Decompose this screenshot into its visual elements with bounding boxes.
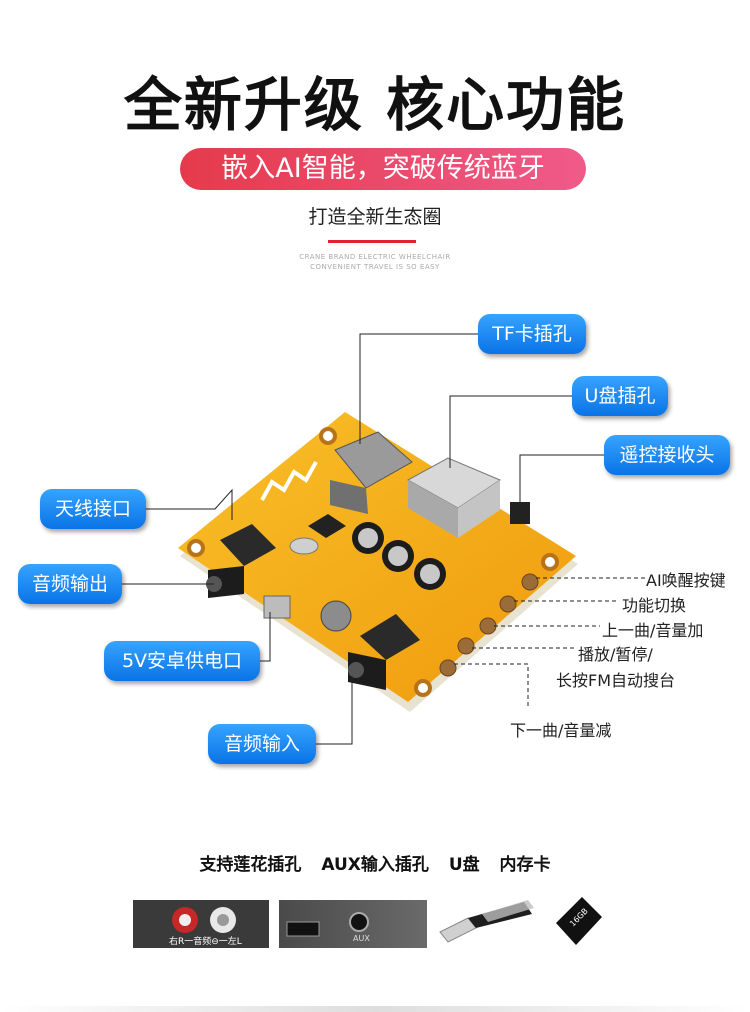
rca-caption: 右R一音频⊖一左L (169, 937, 242, 947)
callout-power-port: 5V安卓供电口 (104, 641, 260, 681)
aux-port-icon (286, 912, 369, 937)
crystal (289, 537, 319, 555)
fine-print-2: CONVENIENT TRAVEL IS SO EASY (310, 263, 440, 271)
ir-receiver (510, 502, 530, 524)
main-chip (308, 514, 346, 538)
tf-slot-face (330, 480, 368, 514)
callout-tf-slot: TF卡插孔 (478, 314, 586, 354)
sd-card-icon (556, 897, 602, 945)
callout-remote-receiver: 遥控接收头 (604, 435, 730, 475)
callout-usb-slot: U盘插孔 (572, 376, 668, 416)
tactile-buttons (439, 573, 539, 677)
tagline: 打造全新生态圈 (308, 206, 442, 228)
aux-caption: AUX (353, 934, 370, 943)
capacitors (352, 522, 446, 590)
fine-print-1: CRANE BRAND ELECTRIC WHEELCHAIR (299, 253, 451, 261)
tf-slot (334, 431, 413, 489)
usb-drive-icon (439, 900, 534, 943)
callout-audio-out: 音频输出 (18, 564, 122, 604)
mounting-holes (187, 427, 559, 697)
footer-shadow (0, 1006, 750, 1012)
usb-port-side (458, 480, 500, 538)
usb-port-front (408, 480, 458, 538)
subtitle-banner: 嵌入AI智能，突破传统蓝牙 (180, 148, 586, 190)
rca-port-photo: 右R一音频⊖一左L (133, 900, 269, 948)
usb-drive-photo (432, 900, 540, 948)
leader-lines (120, 333, 610, 745)
antenna-trace (260, 461, 318, 501)
support-caption: 支持莲花插孔 AUX输入插孔 U盘 内存卡 (199, 855, 551, 875)
callout-antenna: 天线接口 (40, 489, 146, 529)
button-leader-lines (454, 577, 648, 706)
page-title: 全新升级 核心功能 (123, 71, 627, 139)
label-function-switch: 功能切换 (622, 596, 687, 615)
memory-card-photo: 16GB (552, 893, 606, 949)
micro-usb-port (263, 595, 291, 619)
audio-in-jack (348, 614, 420, 690)
aux-port-photo: AUX (279, 900, 427, 948)
label-next-volume-down: 下一曲/音量减 (510, 721, 612, 740)
callout-audio-in: 音频输入 (208, 724, 316, 764)
divider (328, 240, 416, 243)
label-ai-button: AI唤醒按键 (646, 571, 726, 590)
rca-jacks-icon (172, 907, 236, 933)
pcb-board-illustration (120, 333, 648, 745)
microphone (320, 600, 352, 632)
label-play-pause: 播放/暂停/ (578, 645, 653, 664)
label-fm-search: 长按FM自动搜台 (556, 671, 676, 690)
label-prev-volume-up: 上一曲/音量加 (602, 621, 704, 640)
